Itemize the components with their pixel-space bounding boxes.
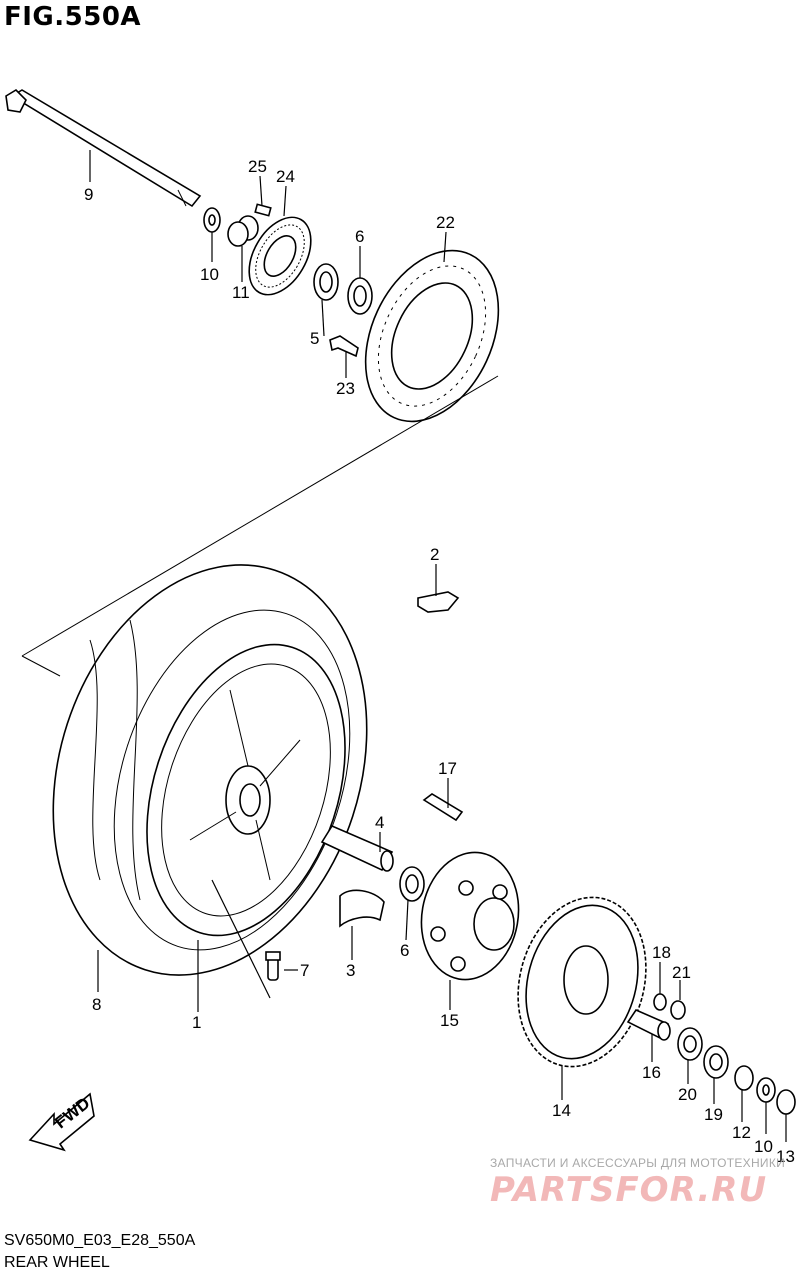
washer-part[interactable] (756, 1077, 776, 1103)
callout-label: 15 (440, 1011, 459, 1030)
damper-part[interactable] (339, 889, 385, 928)
sprocket-part[interactable] (500, 883, 664, 1081)
figure-name: REAR WHEEL (4, 1254, 110, 1271)
axle-spacer-part[interactable] (320, 824, 394, 872)
callout-label: 1 (192, 1013, 201, 1032)
oil-seal-part[interactable] (313, 263, 339, 301)
callout-label: 9 (84, 185, 93, 204)
fwd-arrow-icon (28, 1092, 95, 1152)
callout-label: 12 (732, 1123, 751, 1142)
callout-label: 7 (300, 961, 309, 980)
callout-label: 16 (642, 1063, 661, 1082)
disc-bolt-part[interactable] (329, 335, 359, 358)
bolt-part[interactable] (254, 203, 272, 217)
bearing-part[interactable] (347, 277, 373, 315)
callout-label: 2 (430, 545, 439, 564)
sprocket-bolt-part[interactable] (422, 793, 464, 822)
figure-title: FIG.550A (4, 2, 142, 32)
piece-2-part[interactable] (417, 591, 460, 613)
callout-label: 6 (355, 227, 364, 246)
spacer-part[interactable] (626, 1008, 671, 1041)
watermark-brand: PARTSFOR.RU (490, 1170, 768, 1210)
axle-part[interactable] (5, 88, 202, 208)
callout-label: 5 (310, 329, 319, 348)
callout-label: 20 (678, 1085, 697, 1104)
callout-label: 3 (346, 961, 355, 980)
bearing-part[interactable] (399, 866, 425, 902)
callout-label: 8 (92, 995, 101, 1014)
washer-part[interactable] (653, 993, 667, 1011)
spacer-part[interactable] (227, 215, 259, 247)
bearing-part[interactable] (677, 1027, 703, 1061)
sensor-ring-part[interactable] (236, 207, 323, 306)
callout-label: 4 (375, 813, 384, 832)
figure-code: SV650M0_E03_E28_550A (4, 1232, 196, 1249)
leader-lines (89, 150, 787, 1142)
washer-part[interactable] (203, 207, 221, 233)
axle-nut-part[interactable] (776, 1089, 796, 1115)
sprocket-drum-part[interactable] (412, 845, 529, 988)
callout-label: 14 (552, 1101, 571, 1120)
valve-part[interactable] (265, 951, 281, 981)
callout-label: 17 (438, 759, 457, 778)
oil-seal-part[interactable] (703, 1045, 729, 1079)
callout-label: 11 (232, 283, 250, 302)
callout-labels: 9 25 24 10 11 6 22 5 23 2 17 4 6 3 7 8 1… (84, 157, 795, 1166)
brake-disc-part[interactable] (340, 229, 525, 443)
nut-part[interactable] (670, 1000, 686, 1020)
callout-label: 24 (276, 167, 295, 186)
callout-label: 25 (248, 157, 267, 176)
callout-label: 23 (336, 379, 355, 398)
callout-label: 19 (704, 1105, 723, 1124)
callout-label: 18 (652, 943, 671, 962)
spacer-part[interactable] (734, 1065, 754, 1091)
wheel-rim-part[interactable] (112, 619, 380, 961)
callout-label: 6 (400, 941, 409, 960)
callout-label: 13 (776, 1147, 795, 1166)
callout-label: 22 (436, 213, 455, 232)
callout-label: 21 (672, 963, 691, 982)
callout-label: 10 (754, 1137, 773, 1156)
callout-label: 10 (200, 265, 219, 284)
watermark-subtitle: ЗАПЧАСТИ И АКСЕССУАРЫ ДЛЯ МОТОТЕХНИКИ (490, 1156, 786, 1170)
